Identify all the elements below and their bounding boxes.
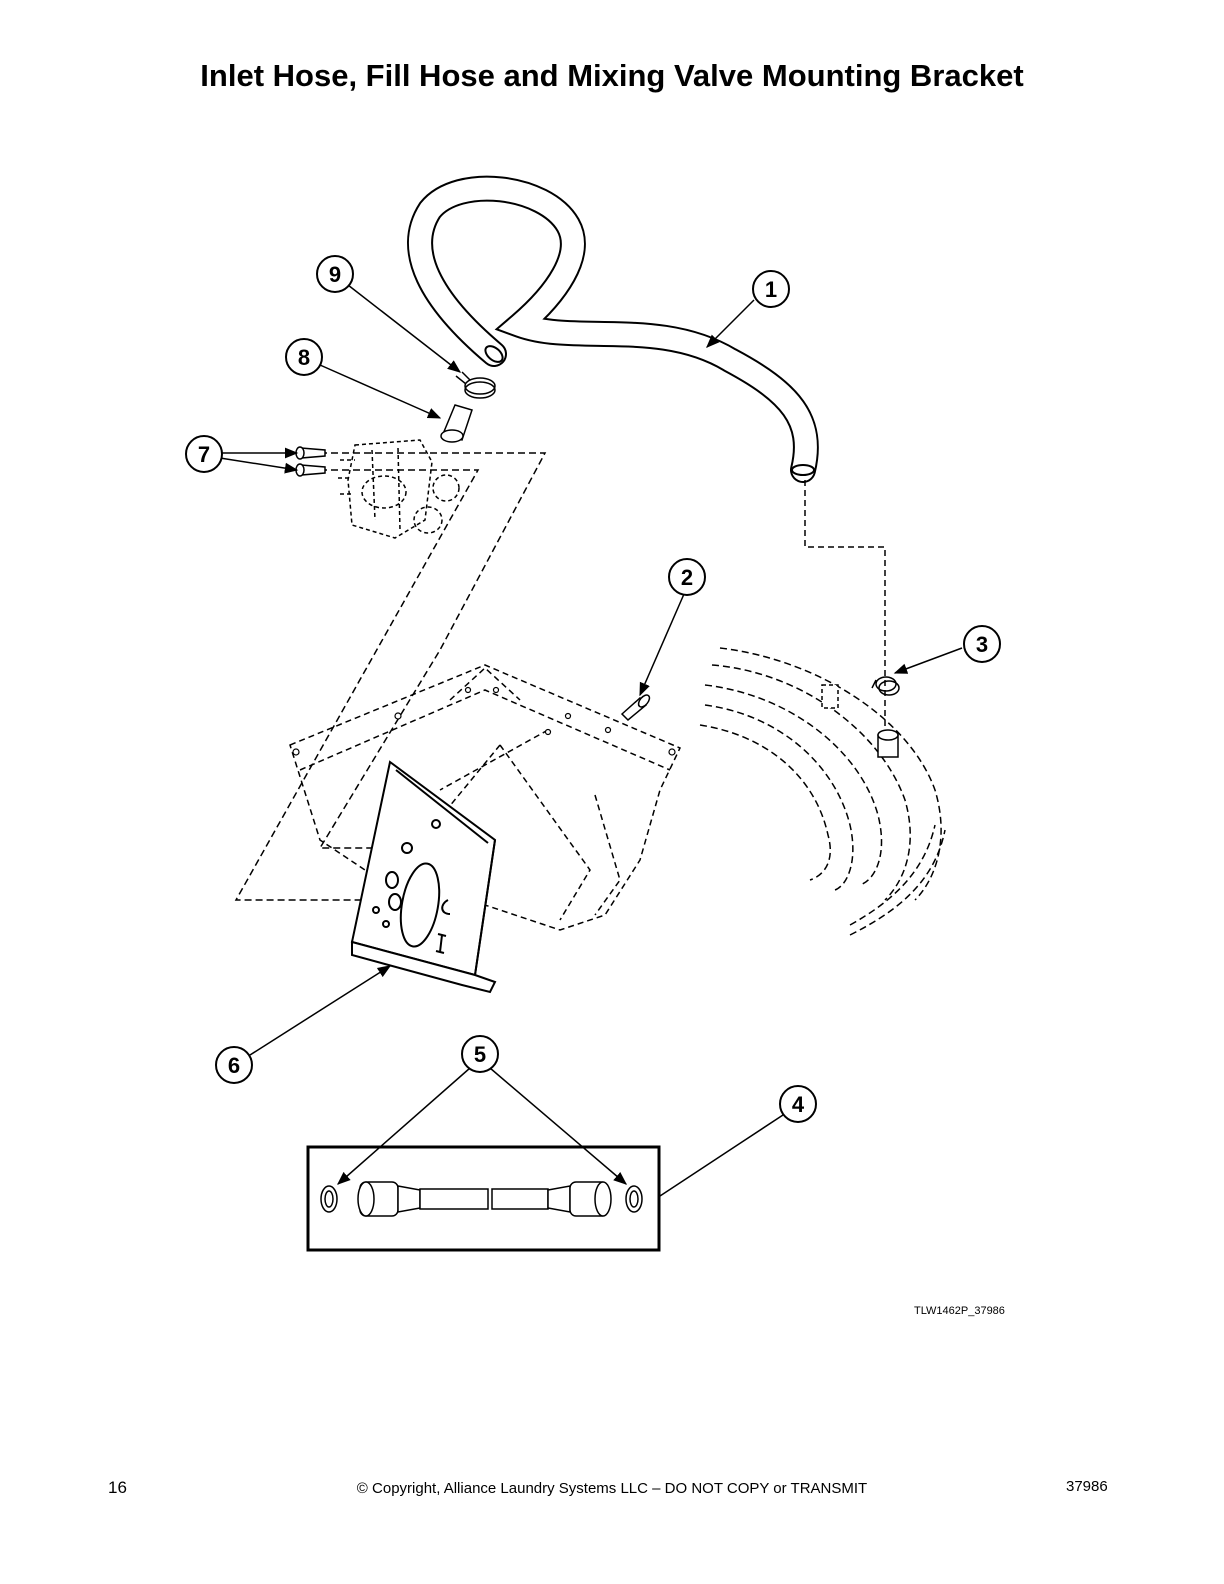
callout-8: 8 (285, 338, 323, 376)
callout-3: 3 (963, 625, 1001, 663)
svg-text:4: 4 (792, 1092, 805, 1117)
clamp (455, 371, 496, 399)
callout-5: 5 (461, 1035, 499, 1073)
tub-tab (821, 684, 839, 709)
svg-text:6: 6 (228, 1053, 240, 1078)
screws (295, 446, 326, 477)
page-number: 16 (108, 1478, 127, 1497)
cabinet-holes (292, 686, 676, 756)
tub-outline (699, 647, 946, 936)
hose-clamp (871, 676, 900, 696)
callout-6: 6 (215, 1046, 253, 1084)
callout-2: 2 (668, 558, 706, 596)
mixing-valve-mounting-bracket (350, 760, 497, 994)
svg-text:1: 1 (765, 277, 777, 302)
svg-text:9: 9 (329, 262, 341, 287)
callout-leaders (219, 284, 963, 1197)
callout-9: 9 (316, 255, 354, 293)
svg-text:3: 3 (976, 632, 988, 657)
svg-text:8: 8 (298, 345, 310, 370)
figure-id: TLW1462P_37986 (914, 1305, 1005, 1317)
callout-1: 1 (752, 270, 790, 308)
svg-text:5: 5 (474, 1042, 486, 1067)
push-pin (620, 694, 651, 722)
hose-to-tub-dashed-line (804, 480, 886, 730)
callout-4: 4 (779, 1085, 817, 1123)
callout-7: 7 (185, 435, 223, 473)
mixing-valve (338, 439, 460, 539)
svg-text:2: 2 (681, 565, 693, 590)
inlet-hose-assembly (320, 1181, 643, 1217)
copyright-notice: © Copyright, Alliance Laundry Systems LL… (356, 1480, 868, 1497)
svg-text:7: 7 (198, 442, 210, 467)
document-number: 37986 (1066, 1478, 1108, 1495)
tub-inlet-fitting (877, 729, 899, 758)
inlet-hose-assembly-box (306, 1145, 661, 1252)
valve-bracket-dashed-lines (234, 452, 547, 901)
page-title: Inlet Hose, Fill Hose and Mixing Valve M… (200, 58, 1024, 93)
nozzle (440, 404, 473, 443)
fill-hose (407, 175, 819, 483)
